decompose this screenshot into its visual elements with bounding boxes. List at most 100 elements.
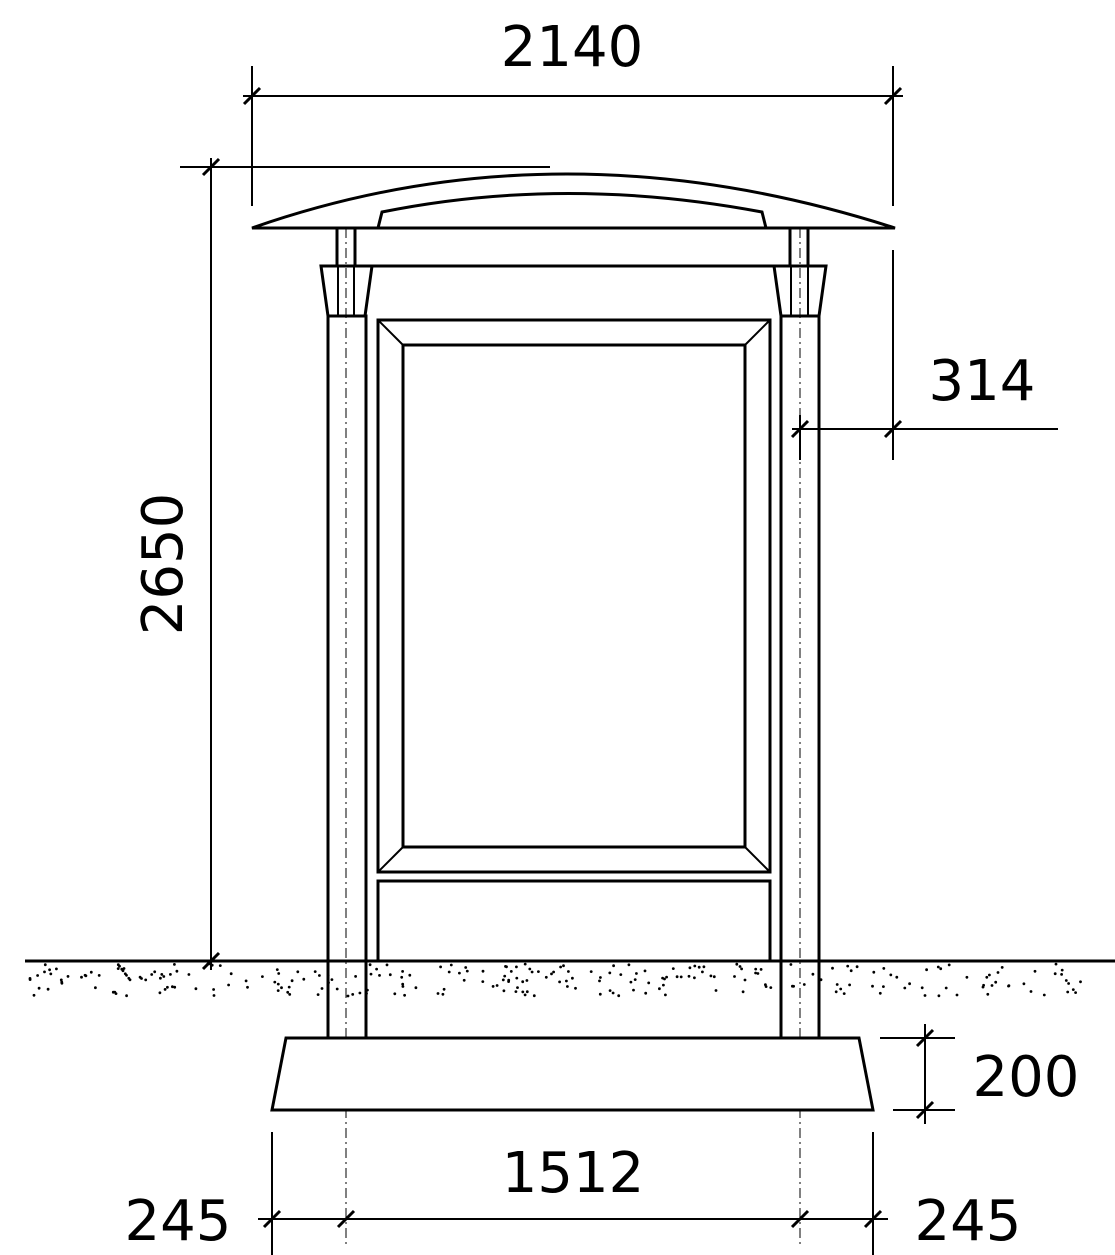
ground-speckle-dot <box>947 963 951 967</box>
ground-speckle-dot <box>1064 979 1068 982</box>
ground-speckle-dot <box>1060 973 1063 976</box>
ground-speckle-dot <box>811 972 815 976</box>
ground-speckle-dot <box>516 986 519 989</box>
ground-speckle-dot <box>802 983 806 986</box>
ground-speckle-dot <box>589 970 593 973</box>
ground-speckle-dot <box>658 987 661 991</box>
ground-speckle-dot <box>449 963 453 967</box>
ground-speckle-dot <box>330 978 334 981</box>
ground-speckle-dot <box>43 970 46 974</box>
ground-speckle-dot <box>313 970 317 973</box>
ground-speckle-dot <box>501 978 505 982</box>
ground-speckle-dot <box>831 966 834 970</box>
ground-speckle-dot <box>754 967 758 971</box>
ground-speckle-dot <box>169 973 172 976</box>
ground-speckle-dot <box>608 971 612 975</box>
ground-speckle-dot <box>996 971 1000 974</box>
ground-speckle-dot <box>116 967 120 970</box>
ground-speckle-dot <box>679 975 683 979</box>
ground-speckle-dot <box>111 990 115 994</box>
ground-speckle-dot <box>316 993 320 996</box>
ground-speckle-dot <box>439 965 442 969</box>
ground-speckle-dot <box>598 992 602 996</box>
ground-speckle-dot <box>97 974 101 977</box>
ground-speckle-dot <box>121 969 125 973</box>
ground-speckle-dot <box>709 974 713 978</box>
ground-speckle-dot <box>166 985 169 989</box>
ground-speckle-dot <box>514 990 518 993</box>
ground-speckle-dot <box>525 990 529 994</box>
ground-speckle-dot <box>212 994 216 997</box>
ground-speckle-dot <box>644 991 648 995</box>
overall-height-label: 2650 <box>131 493 196 636</box>
ground-speckle-dot <box>48 968 51 972</box>
ground-speckle-dot <box>503 974 507 978</box>
ground-speckle-dot <box>521 990 525 994</box>
ground-speckle-dot <box>834 990 838 994</box>
ground-speckle-dot <box>173 963 176 966</box>
ground-speckle-dot <box>735 962 739 966</box>
ground-speckle-dot <box>611 991 615 995</box>
ground-speckle-dot <box>94 986 97 990</box>
ground-speckle-dot <box>140 977 143 980</box>
ground-speckle-dot <box>218 964 222 967</box>
ground-speckle-dot <box>849 969 853 973</box>
ground-speckle-dot <box>871 984 874 988</box>
ground-speckle-dot <box>985 975 989 979</box>
ground-speckle-dot <box>558 980 561 984</box>
ground-speckle-dot <box>769 986 773 989</box>
ground-speckle-dot <box>128 978 132 982</box>
ground-speckle-dot <box>846 964 850 968</box>
ground-speckle-dot <box>458 971 461 975</box>
ground-speckle-dot <box>464 966 468 969</box>
ground-speckle-dot <box>287 985 291 989</box>
ground-speckle-dot <box>923 994 927 997</box>
ground-speckle-dot <box>481 969 485 973</box>
ground-speckle-dot <box>246 985 249 989</box>
ground-speckle-dot <box>1060 968 1064 972</box>
ground-speckle-dot <box>528 967 532 971</box>
ground-speckle-dot <box>521 980 525 984</box>
dimension-bottom-chain: 1512 245 245 <box>125 1132 1021 1255</box>
ground-speckle-dot <box>1007 984 1010 988</box>
ground-speckle-dot <box>276 982 280 986</box>
ground-speckle-dot <box>925 968 928 972</box>
ground-speckle-dot <box>523 962 527 966</box>
ground-speckle-dot <box>789 963 793 966</box>
ground-speckle-dot <box>908 982 911 986</box>
ground-speckle-dot <box>598 979 601 983</box>
ground-speckle-dot <box>714 989 718 992</box>
ground-speckle-dot <box>414 986 418 990</box>
ground-speckle-dot <box>872 970 876 974</box>
ground-speckle-dot <box>889 973 893 977</box>
ground-speckle-dot <box>37 986 41 990</box>
ground-speckle-dot <box>965 975 969 979</box>
ground-speckle-dot <box>244 979 248 983</box>
ground-speckle-dot <box>566 985 569 988</box>
ground-speckle-dot <box>635 972 638 975</box>
ground-speckle-dot <box>756 972 760 975</box>
ground-speckle-dot <box>990 984 994 987</box>
ground-speckle-dot <box>122 967 126 970</box>
ground-speckle-dot <box>743 978 747 982</box>
ground-speckle-dot <box>187 973 191 976</box>
ground-speckle-dot <box>688 966 692 970</box>
ground-speckle-dot <box>465 969 469 973</box>
ground-speckle-dot <box>401 985 405 988</box>
ground-speckle-dot <box>1029 990 1033 993</box>
ground-speckle-dot <box>994 980 998 984</box>
post-caps <box>319 226 828 318</box>
dimension-overall-width: 2140 <box>242 15 903 206</box>
ground-speckle-dot <box>388 973 392 977</box>
ground-speckle-dot <box>988 973 991 977</box>
foundation-height-label: 200 <box>973 1045 1080 1110</box>
ground-speckle-dot <box>647 981 651 985</box>
ground-speckle-dot <box>277 972 281 975</box>
ground-speckle-dot <box>532 994 536 998</box>
ground-speckle-dot <box>544 975 548 979</box>
ground-speckle-dot <box>882 967 886 970</box>
ground-speckle-dot <box>944 986 948 990</box>
dimension-overall-height: 2650 <box>131 157 550 971</box>
ground-speckle-dot <box>697 965 701 969</box>
ground-speckle-dot <box>346 994 350 998</box>
